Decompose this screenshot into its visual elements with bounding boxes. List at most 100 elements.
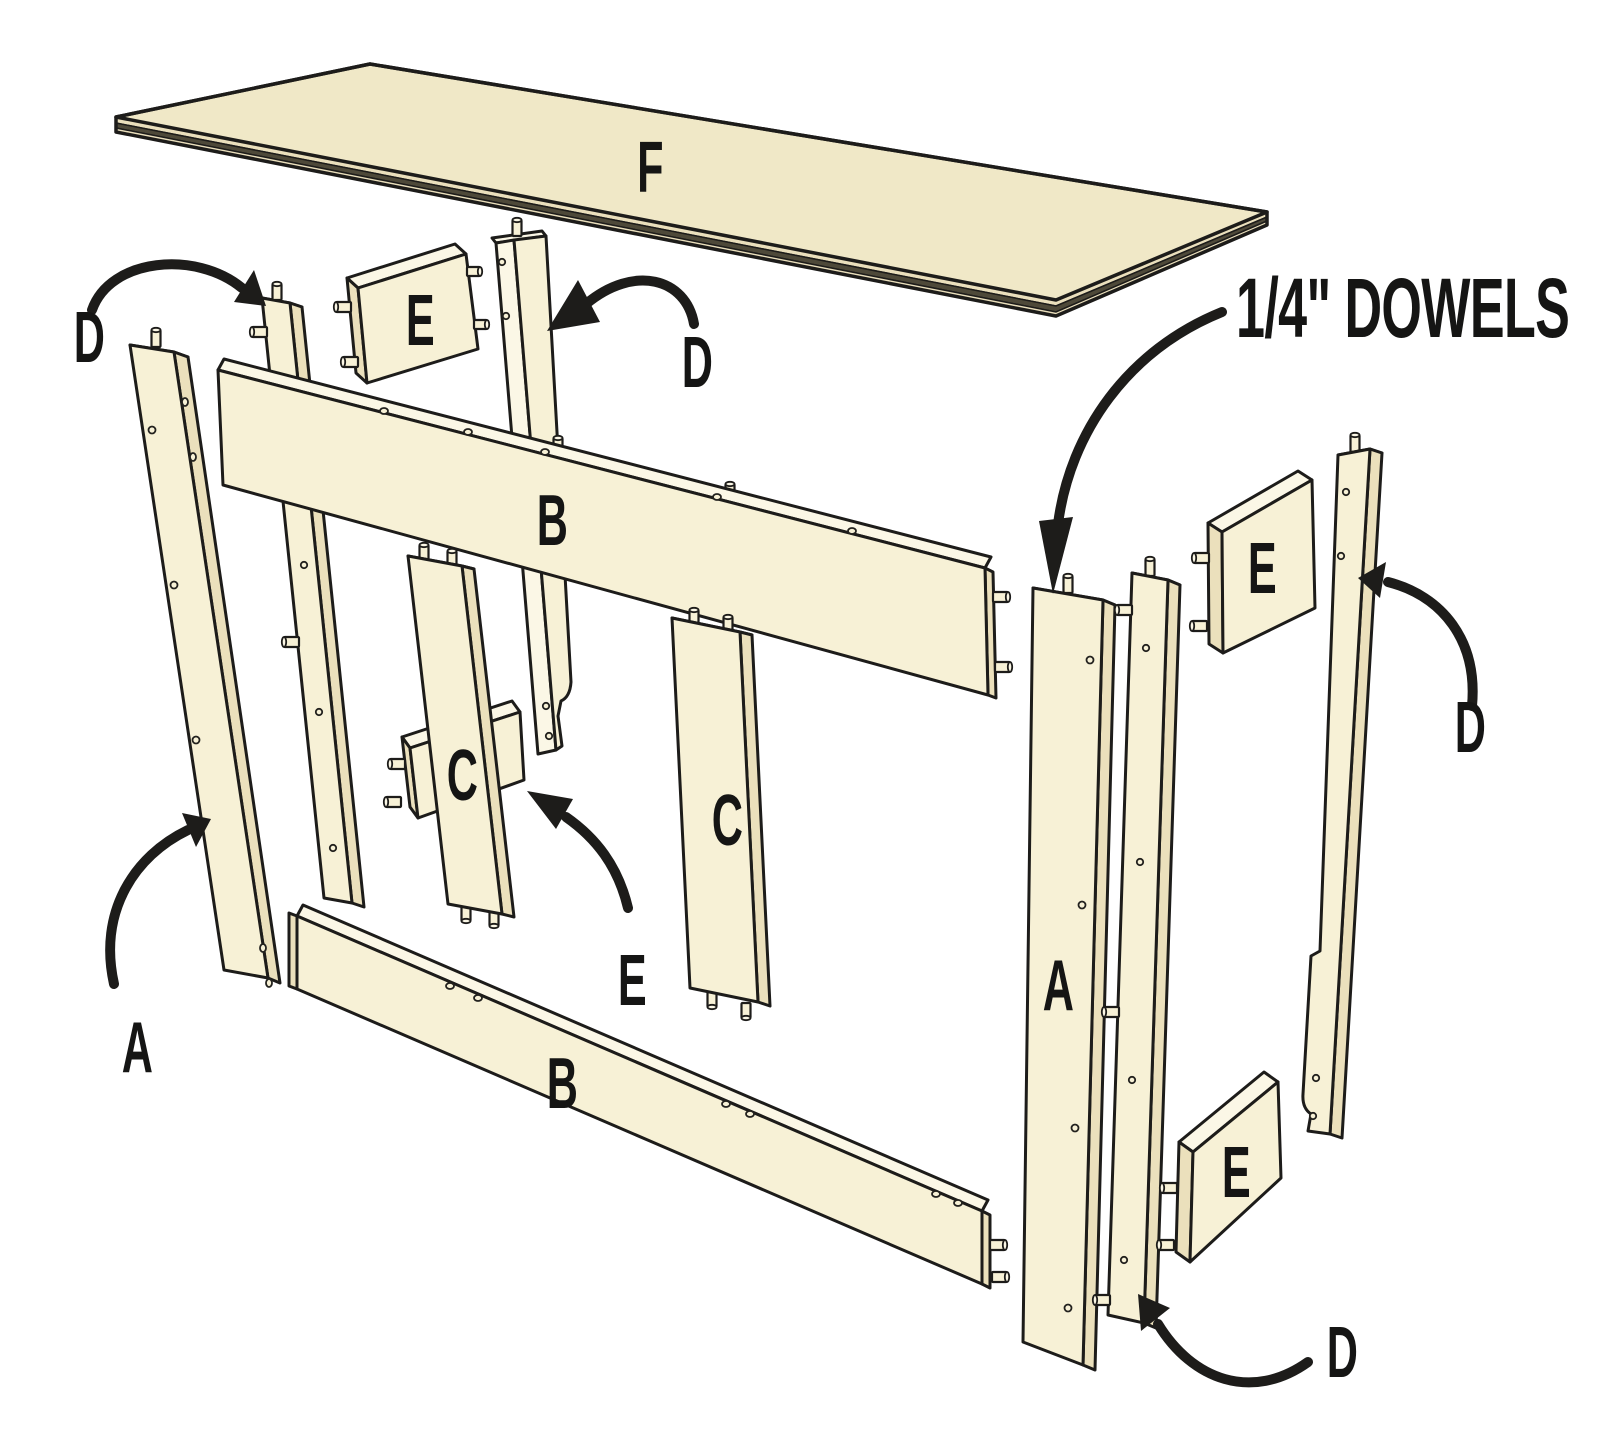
arrowhead	[527, 791, 573, 829]
dowel-peg	[472, 318, 491, 331]
dowel-hole	[1341, 487, 1351, 497]
front-face	[356, 252, 480, 385]
dowel-hole	[314, 707, 324, 717]
callout-d-right: D	[1358, 562, 1486, 768]
arrowhead	[182, 813, 211, 847]
part-b-rail-upper: B	[216, 357, 1014, 700]
dowel-hole	[1308, 1111, 1318, 1121]
callout-d-top-left: D	[74, 259, 266, 378]
part-e-cleat-top-right: E	[1188, 469, 1317, 655]
dowel-hole	[189, 452, 197, 462]
dowel-hole	[721, 1100, 731, 1108]
label-e-top-left: E	[406, 280, 434, 361]
dowel-peg	[990, 1270, 1011, 1284]
dowel-peg	[1349, 431, 1361, 454]
dowel-hole	[1135, 857, 1145, 867]
dowel-peg	[1188, 619, 1209, 633]
front-face	[1301, 447, 1372, 1136]
arrowhead	[1138, 1294, 1170, 1331]
dowel-peg	[1062, 572, 1074, 595]
dowel-hole	[147, 425, 157, 435]
callout-arrow	[87, 259, 247, 315]
dowel-hole	[712, 493, 722, 501]
dowel-peg	[740, 1001, 752, 1022]
dowel-hole	[473, 994, 483, 1002]
dowel-hole	[540, 448, 550, 456]
label-d-top-center: D	[682, 322, 713, 403]
dowel-hole	[1085, 655, 1095, 665]
dowel-peg	[1158, 1181, 1179, 1195]
front-face	[216, 368, 990, 697]
dowel-peg	[382, 795, 403, 809]
label-d-top-left: D	[74, 297, 105, 378]
dowel-hole	[1077, 900, 1087, 910]
dowel-hole	[445, 982, 455, 990]
dowel-hole	[541, 701, 551, 711]
dowel-hole	[299, 560, 309, 570]
dowel-hole	[169, 580, 179, 590]
arrowhead	[547, 280, 600, 331]
dowel-hole	[931, 1190, 941, 1198]
callout-d-bottom-right: D	[1138, 1294, 1358, 1393]
callout-f: F	[637, 127, 663, 208]
callout-d-top-center: D	[547, 275, 713, 403]
dowel-hole	[847, 527, 857, 535]
arrowhead	[234, 270, 266, 306]
part-c-stile-right: C	[670, 606, 772, 1022]
dowel-hole	[379, 407, 389, 415]
dowel-hole	[265, 978, 273, 988]
callout-arrow	[1153, 1319, 1313, 1388]
callout-e-center: E	[527, 791, 647, 1021]
dowel-hole	[328, 843, 338, 853]
front-face	[1220, 478, 1317, 655]
dowel-peg	[1144, 555, 1156, 578]
dowel-peg	[988, 1238, 1009, 1252]
dowel-peg	[1100, 1005, 1121, 1019]
dowel-peg	[248, 325, 269, 339]
dowel-hole	[181, 397, 189, 407]
dowel-peg	[511, 216, 523, 238]
label-f: F	[637, 127, 663, 208]
part-a-right-side-panel: A	[1021, 572, 1117, 1372]
label-b-upper: B	[537, 480, 568, 561]
dowel-peg	[1113, 603, 1134, 617]
label-a-left: A	[122, 1007, 153, 1088]
dowel-hole	[1141, 643, 1151, 653]
callout-dowels-note: 1/4" DOWELS	[1039, 261, 1570, 594]
dowel-hole	[1127, 1075, 1137, 1085]
dowel-peg	[271, 280, 283, 302]
part-d-trim-strip-far-right	[1301, 431, 1384, 1140]
dowel-peg	[465, 265, 484, 278]
arrowhead	[1358, 562, 1386, 598]
front-face	[1188, 1080, 1283, 1264]
dowel-peg	[991, 590, 1012, 604]
label-d-right: D	[1455, 687, 1486, 768]
callout-arrow	[105, 825, 193, 989]
callout-arrow	[1383, 577, 1478, 711]
label-dowels-note: 1/4" DOWELS	[1236, 261, 1569, 355]
dowel-peg	[150, 326, 162, 349]
dowel-hole	[497, 257, 507, 267]
part-e-cleat-bottom-right: E	[1155, 1070, 1283, 1264]
panel-outline	[114, 62, 1269, 318]
label-e-center: E	[618, 940, 646, 1021]
dowel-hole	[1119, 1255, 1129, 1265]
dowel-peg	[386, 757, 407, 771]
front-face	[406, 554, 504, 916]
dowel-hole	[1070, 1123, 1080, 1133]
part-e-cleat-top-left: E	[332, 242, 491, 385]
front-face	[128, 343, 270, 980]
dowel-hole	[953, 1199, 963, 1207]
dowel-peg	[1091, 1293, 1112, 1307]
dowel-hole	[191, 735, 201, 745]
label-b-lower: B	[547, 1043, 578, 1124]
dowel-hole	[463, 428, 473, 436]
part-f-top-panel	[114, 62, 1269, 318]
dowel-peg	[332, 300, 353, 314]
dowel-hole	[1063, 1303, 1073, 1313]
dowel-peg	[418, 541, 430, 562]
dowel-hole	[544, 731, 554, 741]
callout-arrow	[561, 812, 633, 913]
label-d-bottom-right: D	[1327, 1312, 1358, 1393]
